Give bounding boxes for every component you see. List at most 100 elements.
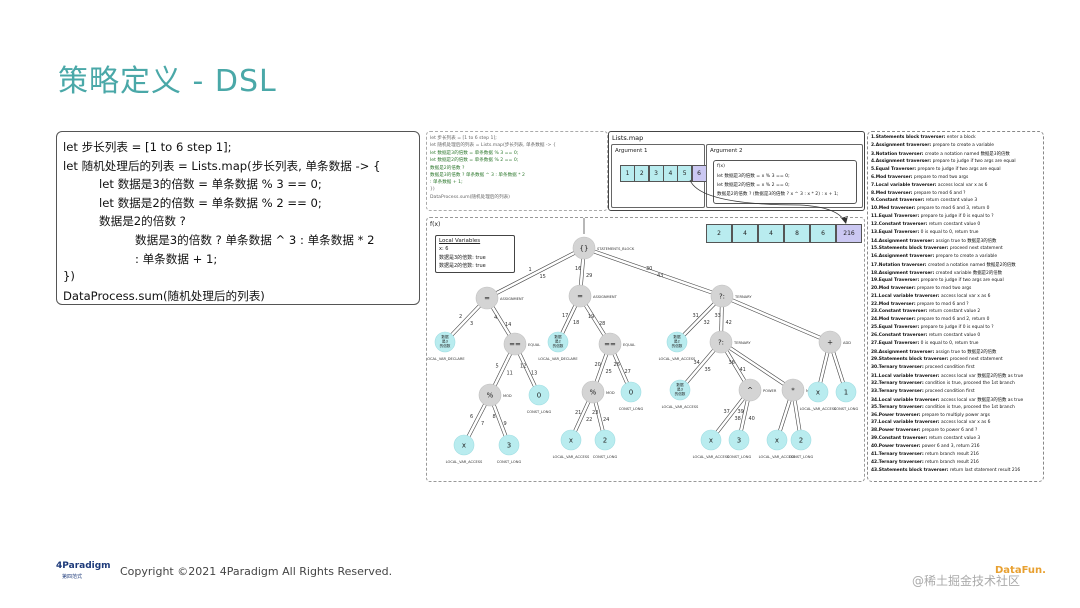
trace-line: 41.Ternary traverser: return branch resu… — [871, 452, 979, 457]
trace-step-name: 28.Assignment traverser: — [871, 350, 935, 356]
tree-node-label: 的倍数 — [675, 391, 686, 396]
edge-step-down: 36 — [729, 360, 735, 366]
trace-step-name: 3.Notation traverser: — [871, 151, 924, 157]
result-cell: 216 — [836, 224, 862, 243]
trace-line: 21.Local variable traverser: access loca… — [871, 294, 990, 299]
company-logo: 4Paradigm — [56, 561, 111, 571]
edge-step-up: 14 — [505, 322, 511, 328]
trace-step-name: 2.Assignment traverser: — [871, 142, 932, 148]
tree-node-label: 是2 — [555, 339, 561, 344]
tree-node-label: == — [509, 341, 521, 349]
trace-line: 32.Ternary traverser: condition is true,… — [871, 381, 1015, 386]
edge-step-down: 30 — [646, 266, 652, 272]
trace-step-name: 18.Assignment traverser: — [871, 270, 935, 276]
trace-step-detail: prepare to multiply power args — [920, 412, 990, 418]
trace-line: 37.Local variable traverser: access loca… — [871, 420, 990, 425]
edge-step-down: 16 — [575, 266, 581, 272]
lists-map-title: Lists.map — [612, 134, 644, 142]
trace-step-detail: prepare to mod 6 and ? — [915, 301, 969, 307]
edge-step-down: 21 — [575, 410, 581, 416]
tree-node-label: ?: — [719, 293, 725, 301]
trace-step-detail: prepare to mod two args — [912, 174, 969, 180]
result-cell: 2 — [706, 224, 732, 243]
trace-step-detail: access local var x as 6 — [936, 182, 988, 188]
tree-node — [498, 434, 520, 456]
argument-2-label: Argument 2 — [710, 148, 743, 154]
fx-label: f(x) — [430, 221, 441, 228]
trace-step-name: 35.Ternary traverser: — [871, 404, 924, 410]
edge-step-down: 2 — [459, 314, 462, 320]
trace-step-detail: prepare to mod two args — [915, 285, 972, 291]
tree-node-label: 数据 — [673, 334, 681, 339]
tree-node-tag: LOCAL_VAR_ACCESS — [553, 455, 590, 459]
trace-step-name: 38.Power traverser: — [871, 428, 921, 434]
edge-step-up: 40 — [749, 416, 755, 422]
trace-step-name: 34.Local variable traverser: — [871, 397, 940, 403]
function-line: let 数据是2的倍数 = x % 2 == 0; — [717, 183, 790, 188]
trace-line: 30.Ternary traverser: proceed condition … — [871, 365, 975, 370]
trace-step-detail: prepare to mod 6 and 3, return 0 — [915, 206, 990, 212]
copyright-text: Copyright ©2021 4Paradigm All Rights Res… — [120, 565, 393, 578]
tree-node — [781, 378, 805, 402]
trace-line: 18.Assignment traverser: created variabl… — [871, 270, 1002, 276]
trace-line: 13.Equal Traverser: 0 is equal to 0, ret… — [871, 230, 979, 235]
edge-step-down: 39 — [738, 409, 744, 415]
company-logo-sub: 第四范式 — [62, 574, 83, 580]
tree-node-label: * — [791, 387, 795, 395]
trace-step-detail: proceed condition first — [923, 364, 975, 370]
tree-node-label: % — [590, 389, 597, 397]
trace-line: 24.Mod traverser: prepare to mod 6 and 2… — [871, 317, 989, 322]
ast-tree: 1151629304323414511121367891718192820252… — [427, 218, 858, 464]
trace-step-detail: enter a block — [945, 135, 976, 140]
trace-step-name: 7.Local variable traverser: — [871, 182, 937, 188]
trace-step-detail: return constant value 2 — [927, 309, 981, 315]
trace-line: 33.Ternary traverser: proceed condition … — [871, 389, 975, 394]
tree-node — [835, 381, 857, 403]
trace-line: 3.Notation traverser: create a notation … — [871, 151, 1010, 157]
tree-node-tag: CONST_LONG — [527, 410, 552, 414]
arg1-cell: 6 — [691, 165, 707, 182]
trace-step-name: 26.Constant traverser: — [871, 333, 928, 339]
tree-node-tag: POWER — [763, 389, 777, 393]
tree-node-tag: ADD — [843, 341, 851, 345]
arg1-cell: 5 — [677, 165, 693, 182]
edge-step-down: 8 — [493, 414, 496, 420]
trace-step-detail: return branch result 216 — [923, 452, 979, 458]
trace-line: 25.Equal Traverser: prepare to judge if … — [871, 325, 994, 330]
edge-step-up: 41 — [740, 367, 746, 373]
tree-node-label: 数据 — [676, 382, 684, 387]
tree-node-tag: LOCAL_VAR_ACCESS — [659, 357, 696, 361]
trace-step-detail: prepare to power 6 and ? — [920, 428, 978, 434]
tree-node-label: + — [827, 339, 833, 347]
tree-node-label: 的倍数 — [672, 343, 683, 348]
edge-step-up: 22 — [586, 417, 592, 423]
trace-step-detail: access local var 数据是3的倍数 as true — [939, 397, 1024, 403]
edge-step-down: 20 — [595, 362, 601, 368]
trace-step-detail: power 6 and 3, return 216 — [920, 444, 980, 450]
trace-step-name: 37.Local variable traverser: — [871, 420, 940, 426]
edge-step-up: 43 — [657, 273, 663, 279]
trace-line: 35.Ternary traverser: condition is true,… — [871, 405, 1015, 410]
tree-node — [478, 383, 502, 407]
trace-step-detail: access local var x as 6 — [939, 420, 991, 426]
tree-node-label: 是3 — [677, 387, 683, 392]
trace-step-name: 43.Statements block traverser: — [871, 468, 949, 474]
trace-line: 16.Assignment traverser: prepare to crea… — [871, 254, 997, 259]
trace-step-detail: prepare to judge if two args are equal — [919, 277, 1004, 283]
trace-line: 43.Statements block traverser: return la… — [871, 468, 1020, 473]
tree-node-label: 是2 — [674, 339, 680, 344]
tree-node — [528, 384, 550, 406]
trace-step-detail: return last statement result 216 — [948, 468, 1021, 474]
tree-node — [503, 332, 527, 356]
trace-step-name: 29.Statements block traverser: — [871, 357, 949, 363]
trace-step-detail: proceed condition first — [923, 388, 975, 394]
legend-line: x: 6 — [439, 246, 449, 252]
tree-node-tag: MOD — [503, 394, 512, 398]
trace-step-name: 14.Assignment traverser: — [871, 239, 935, 245]
function-box: f(x)let 数据是3的倍数 = x % 3 == 0;let 数据是2的倍数… — [713, 160, 857, 204]
tree-node-label: 0 — [537, 392, 541, 400]
tree-node-tag: LOCAL_VAR_ACCESS — [800, 407, 837, 411]
tree-node-label: 数据 — [441, 334, 449, 339]
